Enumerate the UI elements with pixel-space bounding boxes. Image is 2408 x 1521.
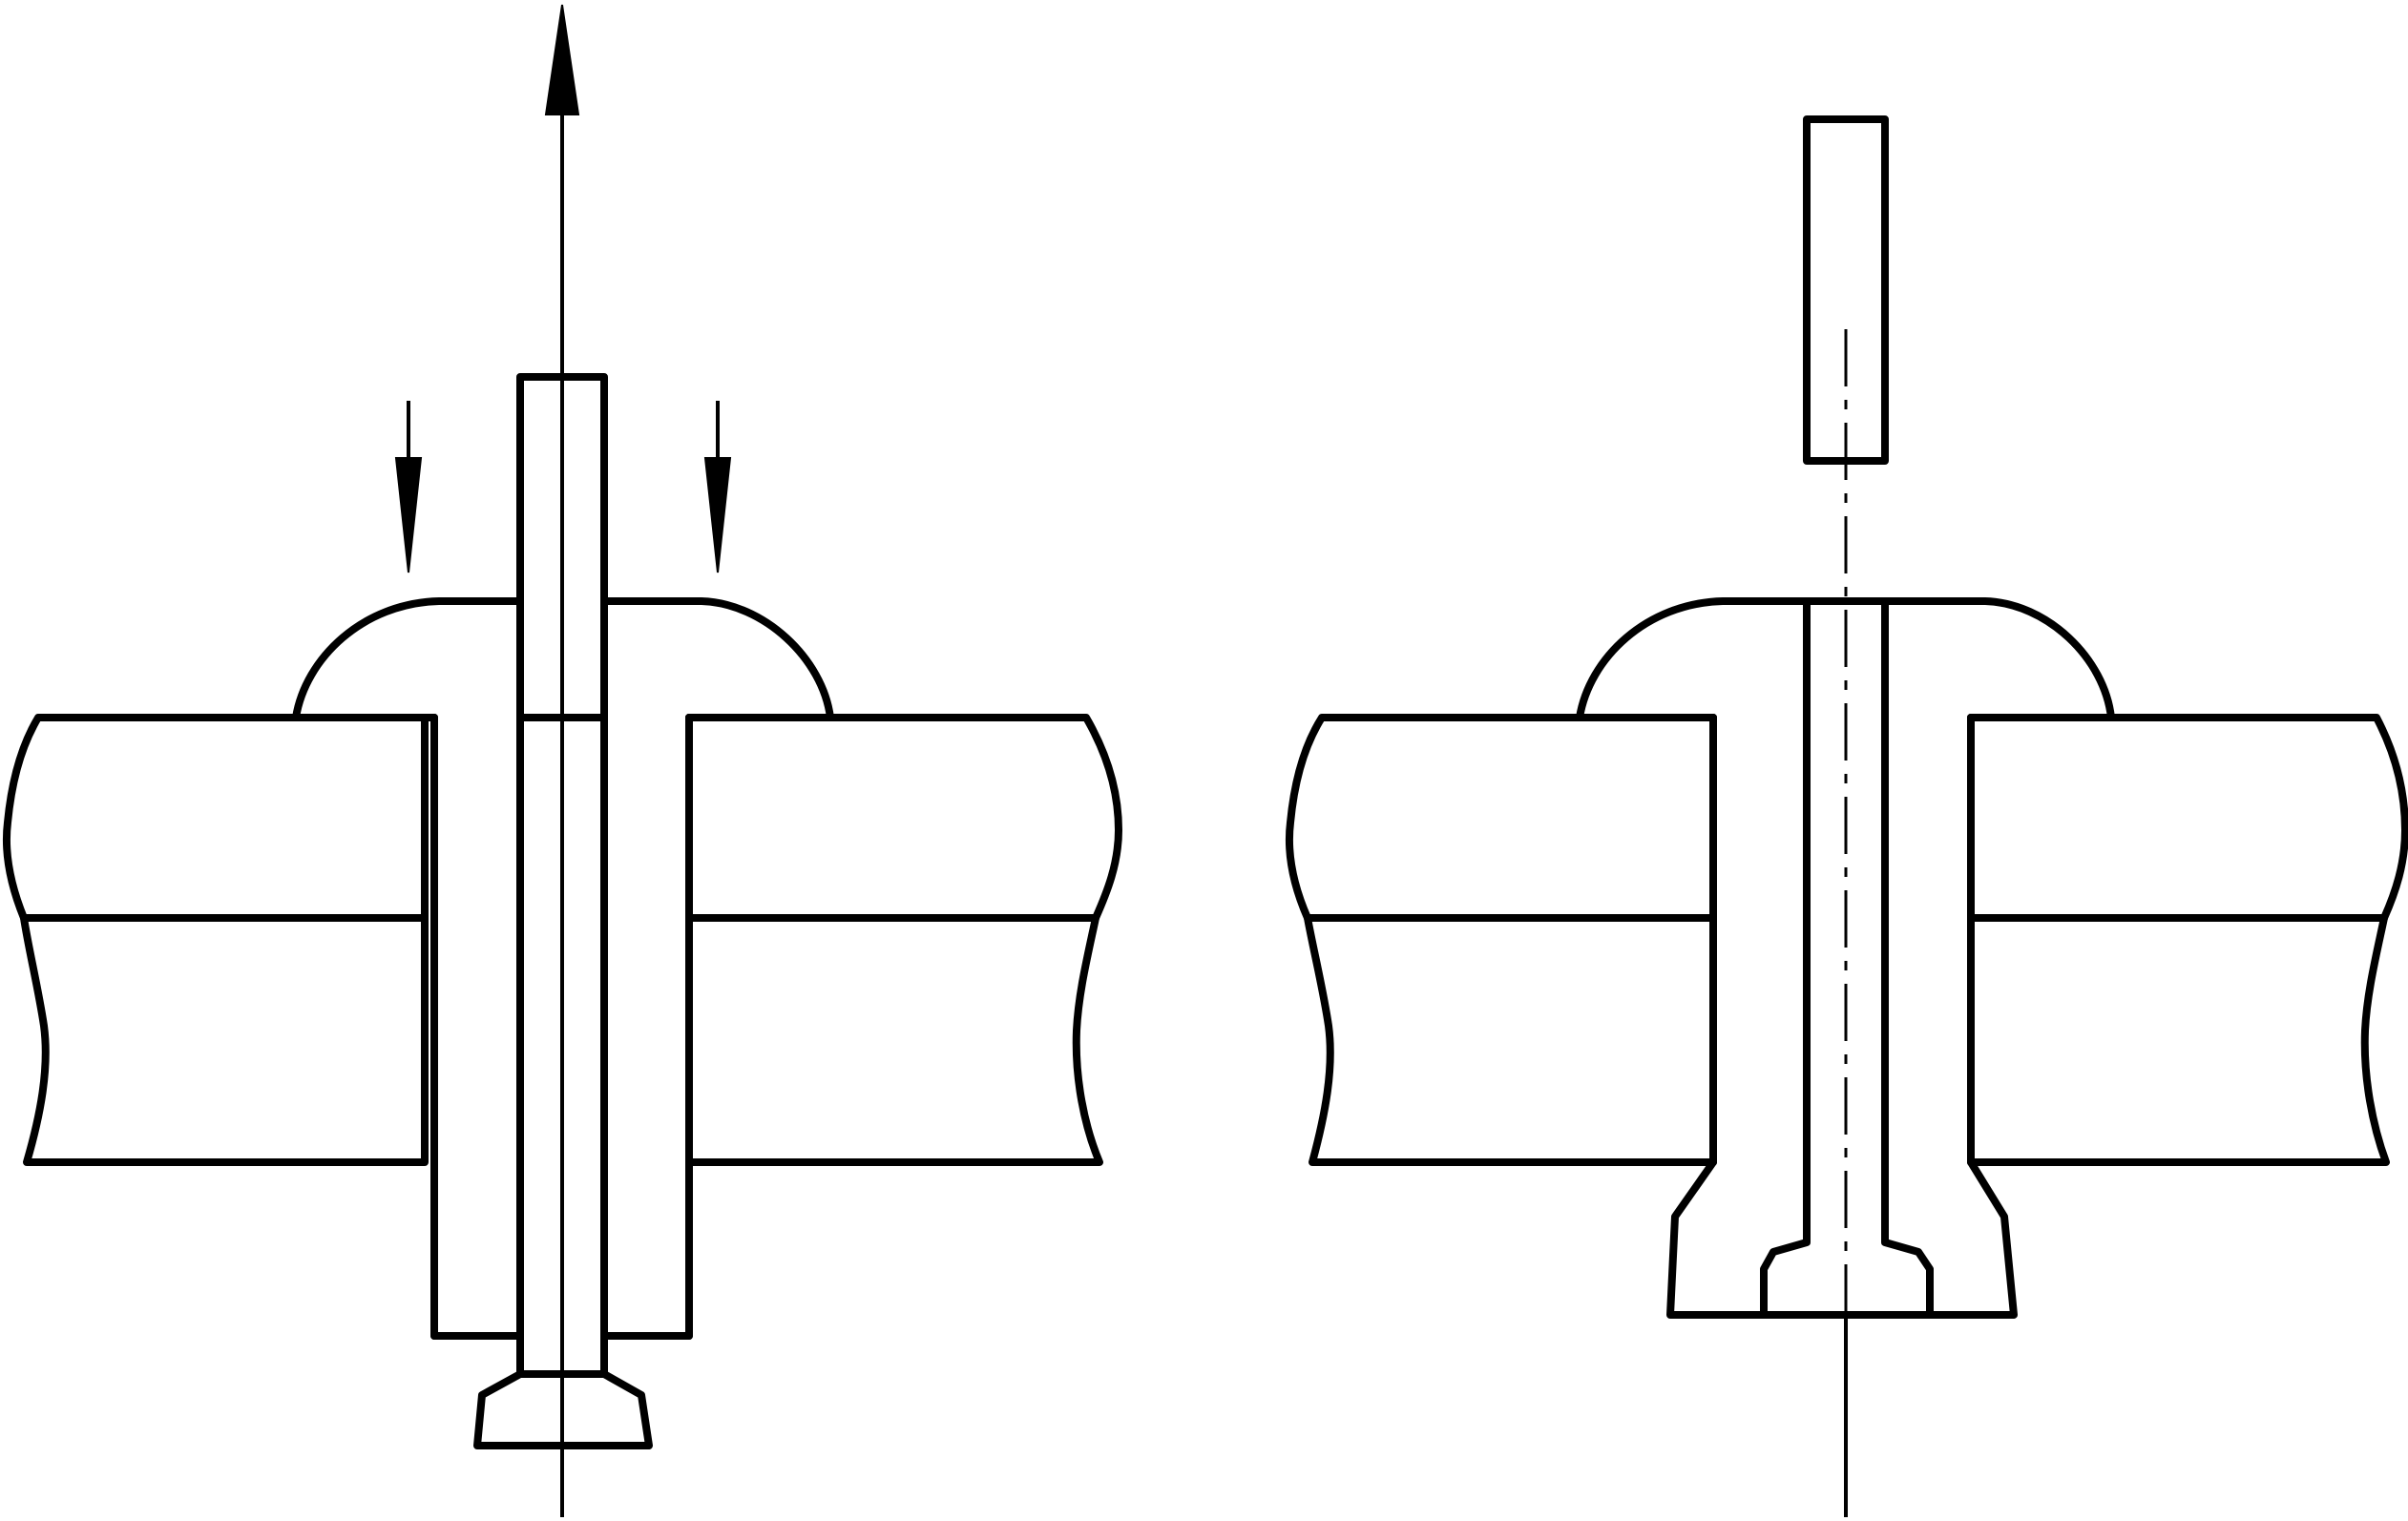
lower-plate-right — [685, 914, 1103, 1166]
upper-plate-left — [1285, 714, 1717, 922]
upper-plate-left — [2, 714, 429, 922]
panel-after — [1285, 115, 2408, 1517]
upper-plate-right — [1967, 714, 2408, 922]
lower-plate-left — [20, 914, 429, 1166]
lower-plate-left — [1304, 914, 1717, 1166]
pull-arrow-icon — [544, 4, 580, 115]
panel-before — [2, 4, 1122, 1517]
broken-mandrel-piece — [1803, 115, 1889, 465]
lower-plate-right — [1967, 914, 2390, 1166]
upper-plate-right — [685, 714, 1122, 922]
mandrel-remnant — [1760, 597, 1934, 1319]
press-arrow-right-icon — [703, 457, 732, 573]
press-arrow-left-icon — [394, 457, 423, 573]
